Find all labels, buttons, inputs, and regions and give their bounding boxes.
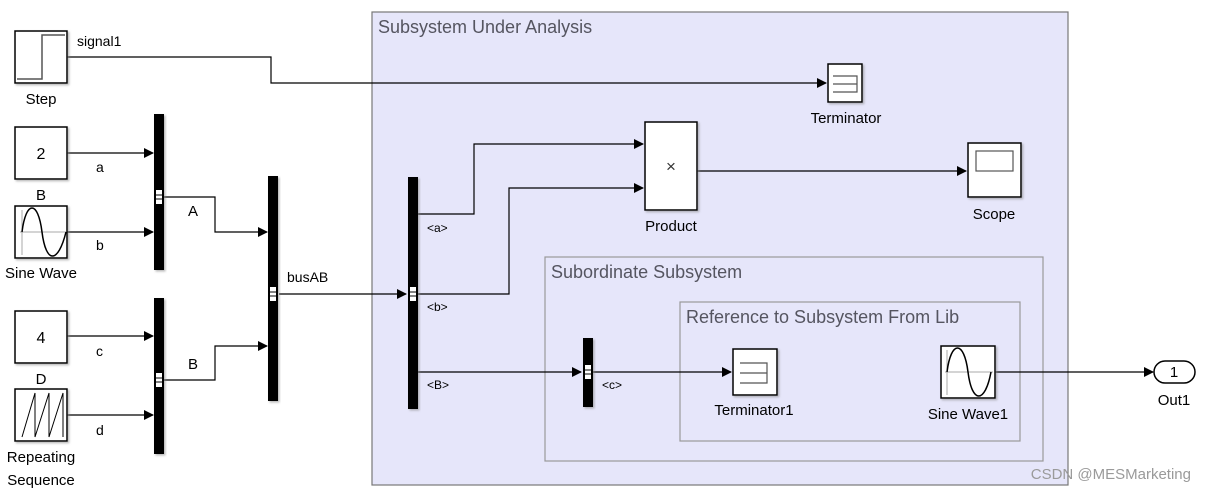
- sawtooth-icon: [21, 392, 64, 438]
- sine-wave-block-name: Sine Wave: [5, 265, 77, 282]
- subsystem-under-analysis-title: Subsystem Under Analysis: [378, 17, 592, 37]
- wire-signal1[interactable]: [67, 56, 827, 88]
- repeating-sequence-name-line2: Sequence: [7, 472, 75, 489]
- constant-value: 2: [37, 146, 46, 163]
- signal-label-sel-B[interactable]: <B>: [427, 378, 449, 392]
- scope-block-name: Scope: [973, 206, 1016, 223]
- product-block[interactable]: × Product: [644, 121, 698, 235]
- constant-block-2[interactable]: 2 B: [14, 126, 68, 204]
- subordinate-subsystem-title: Subordinate Subsystem: [551, 262, 742, 282]
- product-block-name: Product: [645, 218, 698, 235]
- bus-selector-sub[interactable]: [583, 338, 593, 407]
- step-block[interactable]: Step: [14, 30, 68, 108]
- bus-creator-1[interactable]: [154, 114, 164, 270]
- signal-label-busAB[interactable]: busAB: [287, 269, 328, 285]
- wire-sel-a[interactable]: [418, 139, 644, 215]
- terminator1-block-name: Terminator1: [714, 402, 793, 419]
- sine-icon: [945, 347, 993, 397]
- signal-label-a[interactable]: a: [96, 159, 104, 175]
- signal-label-c[interactable]: c: [96, 343, 103, 359]
- signal-label-d[interactable]: d: [96, 422, 104, 438]
- step-block-name: Step: [26, 91, 57, 108]
- wire-bus-B[interactable]: [164, 341, 268, 381]
- constant-value: 4: [37, 330, 46, 347]
- step-icon: [17, 34, 65, 80]
- terminator-icon: [833, 75, 858, 93]
- terminator-block-name: Terminator: [811, 110, 882, 127]
- terminator1-block[interactable]: Terminator1: [714, 348, 794, 419]
- bus-creator-2[interactable]: [154, 298, 164, 454]
- watermark: CSDN @MESMarketing: [1031, 466, 1191, 483]
- signal-label-sel-a[interactable]: <a>: [427, 221, 448, 235]
- bus-selector-main[interactable]: [408, 177, 418, 409]
- repeating-sequence-name-line1: Repeating: [7, 449, 75, 466]
- multiply-icon: ×: [666, 157, 676, 176]
- bus-creator-busAB[interactable]: [268, 176, 278, 401]
- signal-label-signal1[interactable]: signal1: [77, 33, 122, 49]
- constant-block-4-name: D: [36, 371, 47, 388]
- repeating-sequence-block[interactable]: Repeating Sequence: [7, 388, 75, 489]
- signal-label-sel-c[interactable]: <c>: [602, 378, 622, 392]
- out1-port-number: 1: [1170, 364, 1178, 381]
- signal-label-b[interactable]: b: [96, 237, 104, 253]
- sine-wave1-block[interactable]: Sine Wave1: [928, 345, 1008, 423]
- constant-block-2-name: B: [36, 187, 46, 204]
- wire-sel-b[interactable]: [418, 183, 644, 295]
- wire-bus-A[interactable]: [164, 196, 268, 237]
- sine-wave-block[interactable]: Sine Wave: [5, 205, 77, 282]
- scope-block[interactable]: Scope: [967, 142, 1022, 223]
- constant-block-4[interactable]: 4 D: [14, 310, 68, 388]
- terminator-icon: [740, 362, 768, 384]
- scope-icon: [975, 150, 1014, 172]
- out1-port-name: Out1: [1158, 392, 1191, 409]
- signal-label-A[interactable]: A: [188, 203, 198, 220]
- sine-icon: [20, 207, 67, 257]
- signal-label-B[interactable]: B: [188, 356, 198, 373]
- terminator-block[interactable]: Terminator: [811, 63, 882, 127]
- signal-label-sel-b[interactable]: <b>: [427, 300, 448, 314]
- out1-port[interactable]: 1 Out1: [1153, 360, 1196, 409]
- reference-subsystem-title: Reference to Subsystem From Lib: [686, 307, 959, 327]
- wires: [67, 56, 1154, 420]
- sine-wave1-block-name: Sine Wave1: [928, 406, 1008, 423]
